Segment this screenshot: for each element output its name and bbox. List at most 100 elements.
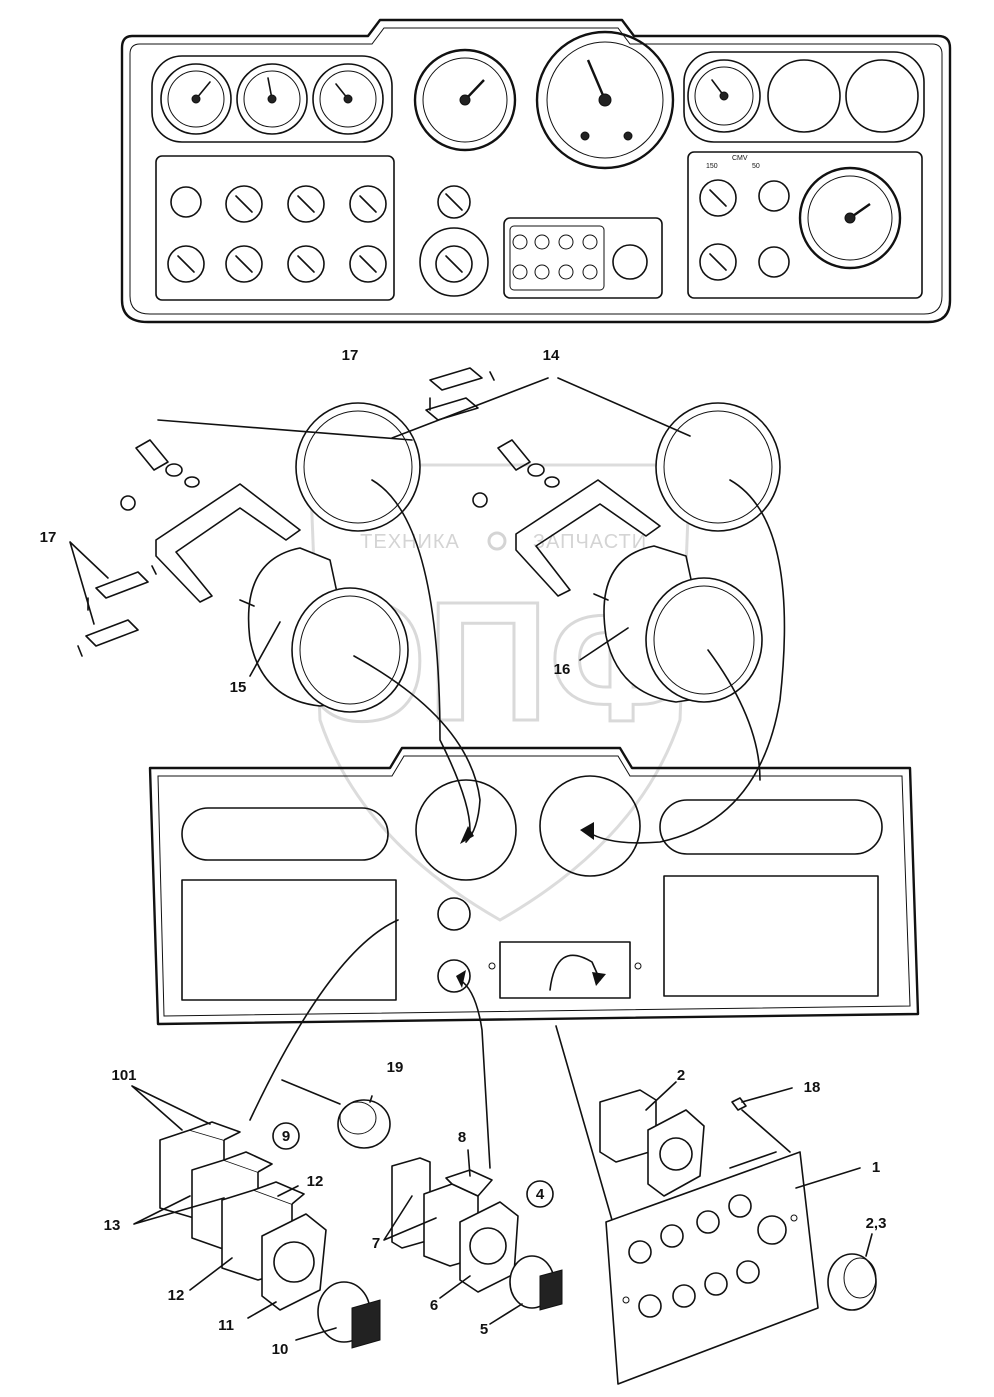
- arrowhead-right-gauge: [580, 822, 594, 840]
- fuel-gauge: [687, 59, 761, 133]
- left-switch-knobs: [167, 185, 387, 283]
- ignition-switch: [419, 227, 489, 297]
- lamp-unit-2: [599, 1089, 705, 1197]
- right-gauge-cluster-frame: [683, 51, 925, 143]
- watermark-right-word: ЗАПЧАСТИ: [533, 531, 647, 553]
- watermark-gear-icon: [487, 531, 507, 551]
- switch-assembly-center: [383, 1149, 563, 1325]
- tachometer-gauge: [413, 48, 517, 152]
- callout-11: 11: [218, 1317, 234, 1334]
- right-panel-right-value: 50: [752, 163, 760, 170]
- gauge-15-body: [239, 547, 409, 713]
- label-plate-17-left: [77, 565, 157, 657]
- leader-10: [295, 1327, 337, 1341]
- right-panel-left-value: 150: [706, 163, 718, 170]
- leader-15: [249, 621, 281, 677]
- screw-18: [731, 1097, 747, 1111]
- leader-17-left: [69, 541, 109, 625]
- callout-18: 18: [804, 1079, 821, 1096]
- gauge-bezel-14-left: [295, 402, 421, 532]
- small-gauge-1: [160, 63, 232, 135]
- leader-5: [489, 1303, 523, 1325]
- right-panel-cmv-label: CMV: [732, 155, 748, 162]
- callout-10: 10: [272, 1341, 289, 1358]
- small-gauge-2: [236, 63, 308, 135]
- callout-15: 15: [230, 679, 247, 696]
- leader-101: [131, 1085, 211, 1131]
- leader-14: [391, 377, 691, 439]
- leader-1: [795, 1167, 861, 1189]
- watermark-left-word: ТЕХНИКА: [360, 531, 460, 553]
- callout-9-circle: [272, 1122, 300, 1150]
- flow-path-right-panel: [555, 1025, 613, 1221]
- arrowhead-left-gauge: [460, 826, 474, 844]
- leader-12a: [277, 1185, 299, 1197]
- panel-cutout-lamp: [499, 941, 631, 999]
- callout-4: 4: [536, 1186, 545, 1203]
- callout-1: 1: [872, 1159, 880, 1176]
- callout-16: 16: [554, 661, 571, 678]
- panel-hole-switch-upper: [437, 897, 471, 931]
- center-upper-switch: [437, 185, 471, 219]
- panel-hole-tachometer: [415, 779, 517, 881]
- leader-2: [645, 1081, 677, 1111]
- assembled-dashboard: 150 CMV 50: [120, 18, 952, 324]
- callout-2-3: 2,3: [866, 1215, 887, 1232]
- callout-17-top: 17: [342, 347, 359, 364]
- bulb-socket-right: [472, 439, 560, 508]
- pressure-gauge: [798, 166, 902, 270]
- flow-path-14-left: [371, 479, 471, 831]
- bracket-left: [155, 483, 301, 603]
- panel-cutout-right: [663, 875, 879, 997]
- speedometer-gauge: [535, 30, 675, 170]
- callout-12-lower: 12: [168, 1287, 185, 1304]
- leader-13: [133, 1195, 225, 1225]
- small-gauge-3: [312, 63, 384, 135]
- panel-slot-right: [659, 799, 883, 855]
- callout-9: 9: [282, 1128, 290, 1145]
- flow-path-left-switches: [249, 919, 399, 1121]
- left-gauge-cluster-frame: [151, 55, 393, 143]
- panel-hole-speedometer: [539, 775, 641, 877]
- callout-7: 7: [372, 1235, 380, 1252]
- instrument-panel-frame: [148, 746, 920, 1221]
- leader-8: [467, 1149, 471, 1177]
- leader-16: [579, 627, 629, 661]
- lamp-plate-assembly: [599, 1081, 877, 1385]
- leader-18-wire: [729, 1109, 791, 1169]
- right-switch-panel: [687, 151, 923, 299]
- leader-11: [247, 1301, 277, 1319]
- bulb-socket-left: [120, 439, 200, 511]
- leader-2-3: [865, 1233, 873, 1257]
- blank-gauge-2: [845, 59, 919, 133]
- blank-gauge-1: [767, 59, 841, 133]
- callout-17-left: 17: [40, 529, 57, 546]
- right-switch-knobs: [699, 179, 790, 281]
- callout-5: 5: [480, 1321, 488, 1338]
- leader-6: [439, 1275, 471, 1299]
- lamp-plate-1: [605, 1151, 819, 1385]
- panel-hole-switch-lower: [437, 959, 471, 993]
- rotary-knob-10: [317, 1281, 381, 1349]
- leader-7: [383, 1195, 437, 1241]
- leader-12b: [189, 1257, 233, 1291]
- lamp-cap-2-3: [827, 1253, 877, 1311]
- callout-13: 13: [104, 1217, 121, 1234]
- flow-path-15: [353, 655, 481, 843]
- callout-8: 8: [458, 1129, 466, 1146]
- callout-6: 6: [430, 1297, 438, 1314]
- arrowhead-lamp-panel: [592, 972, 606, 986]
- dashboard-outline: [120, 18, 952, 324]
- arrowhead-ignition: [456, 970, 466, 988]
- switch-housing-8: [445, 1169, 493, 1197]
- watermark-shield: [308, 463, 692, 922]
- panel-slot-left: [181, 807, 389, 861]
- callout-14: 14: [543, 347, 560, 364]
- callout-101: 101: [111, 1067, 136, 1084]
- panel-cutout-left: [181, 879, 397, 1001]
- warning-lamp-cap-19: [337, 1099, 391, 1149]
- switch-mount-frame-11: [261, 1213, 327, 1311]
- left-switch-panel: [155, 155, 395, 301]
- callout-2: 2: [677, 1067, 685, 1084]
